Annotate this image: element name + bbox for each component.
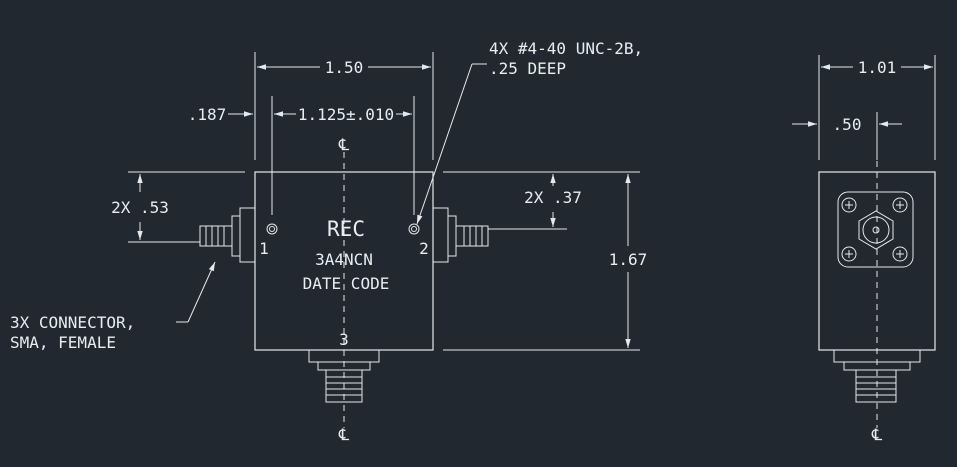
thread-note-line-1: 4X #4-40 UNC-2B, xyxy=(489,39,643,58)
dimension-side-center: .50 xyxy=(792,112,902,160)
left-height-value: 2X .53 xyxy=(111,198,169,217)
port-1-label: 1 xyxy=(259,239,269,258)
dimension-spacing: 1.125±.010 xyxy=(274,96,415,215)
port-3-label: 3 xyxy=(339,330,349,349)
width-value: 1.50 xyxy=(325,58,364,77)
sma-connector-bottom xyxy=(308,349,380,403)
dimension-offset: .187 xyxy=(188,96,273,215)
port-2-label: 2 xyxy=(419,239,429,258)
brand-label: REC xyxy=(327,217,365,241)
connector-note: 3X CONNECTOR, SMA, FEMALE xyxy=(10,261,216,352)
side-sma-connector-bottom xyxy=(833,349,921,403)
side-center-value: .50 xyxy=(833,115,862,134)
centerline-symbol-bottom: ℄ xyxy=(338,425,350,444)
sma-connector-left xyxy=(199,207,256,263)
date-code-label: DATE CODE xyxy=(303,274,390,293)
side-width-value: 1.01 xyxy=(858,58,897,77)
connector-note-line-1: 3X CONNECTOR, xyxy=(10,313,135,332)
right-height-value: 2X .37 xyxy=(524,188,582,207)
side-centerline-symbol: ℄ xyxy=(871,425,883,444)
dimension-left-height: 2X .53 xyxy=(111,171,245,243)
height-value: 1.67 xyxy=(609,250,648,269)
dimension-height: 1.67 xyxy=(443,171,648,351)
connector-note-line-2: SMA, FEMALE xyxy=(10,333,116,352)
front-view: REC 3A4NCN DATE CODE 1 2 3 ℄ ℄ 1.50 .187 xyxy=(10,39,647,444)
thread-note-line-2: .25 DEEP xyxy=(489,59,566,78)
centerline-symbol-top: ℄ xyxy=(338,135,350,154)
mounting-hole-2 xyxy=(408,223,420,235)
thread-note: 4X #4-40 UNC-2B, .25 DEEP xyxy=(416,39,643,225)
side-connector-flange xyxy=(837,191,914,268)
sma-connector-right xyxy=(432,207,489,263)
spacing-value: 1.125±.010 xyxy=(298,105,394,124)
dimension-right-height: 2X .37 xyxy=(488,174,582,230)
dimension-side-width: 1.01 xyxy=(818,55,936,160)
side-view: ℄ 1.01 .50 xyxy=(792,55,936,444)
dimension-width: 1.50 xyxy=(254,52,434,160)
offset-value: .187 xyxy=(188,105,227,124)
mounting-hole-1 xyxy=(266,223,278,235)
model-label: 3A4NCN xyxy=(315,250,373,269)
